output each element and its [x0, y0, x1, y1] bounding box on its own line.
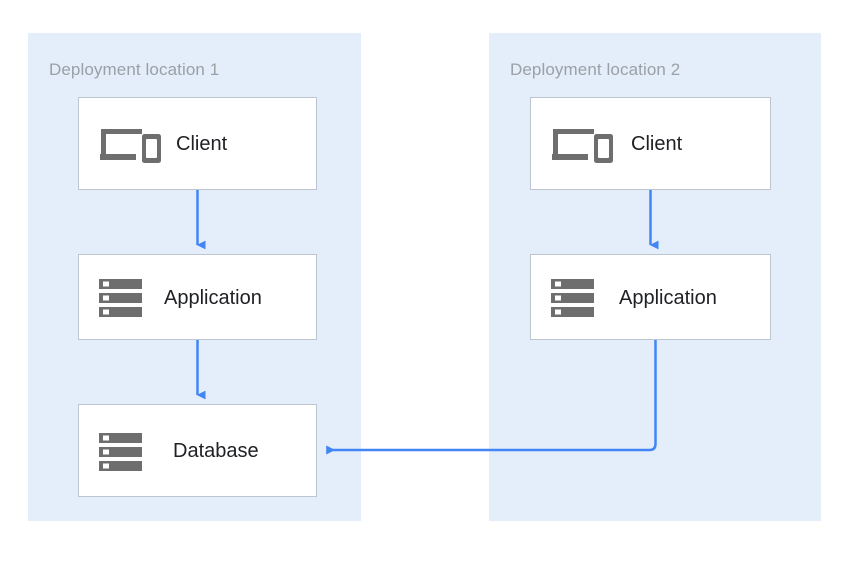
node-client-2[interactable]: Client [530, 97, 771, 190]
node-application-1[interactable]: Application [78, 254, 317, 340]
node-database-1[interactable]: Database [78, 404, 317, 497]
node-label-client-1: Client [176, 133, 228, 155]
zone-label-2: Deployment location 2 [510, 60, 681, 79]
node-label-database-1: Database [173, 440, 259, 462]
server-icon [99, 433, 142, 471]
node-label-application-2: Application [619, 287, 717, 309]
devices-icon [552, 129, 613, 163]
node-label-client-2: Client [631, 133, 683, 155]
node-label-application-1: Application [164, 287, 262, 309]
node-client-1[interactable]: Client [78, 97, 317, 190]
zone-label-1: Deployment location 1 [49, 60, 220, 79]
node-application-2[interactable]: Application [530, 254, 771, 340]
server-icon [99, 279, 142, 317]
server-icon [551, 279, 594, 317]
devices-icon [100, 129, 161, 163]
